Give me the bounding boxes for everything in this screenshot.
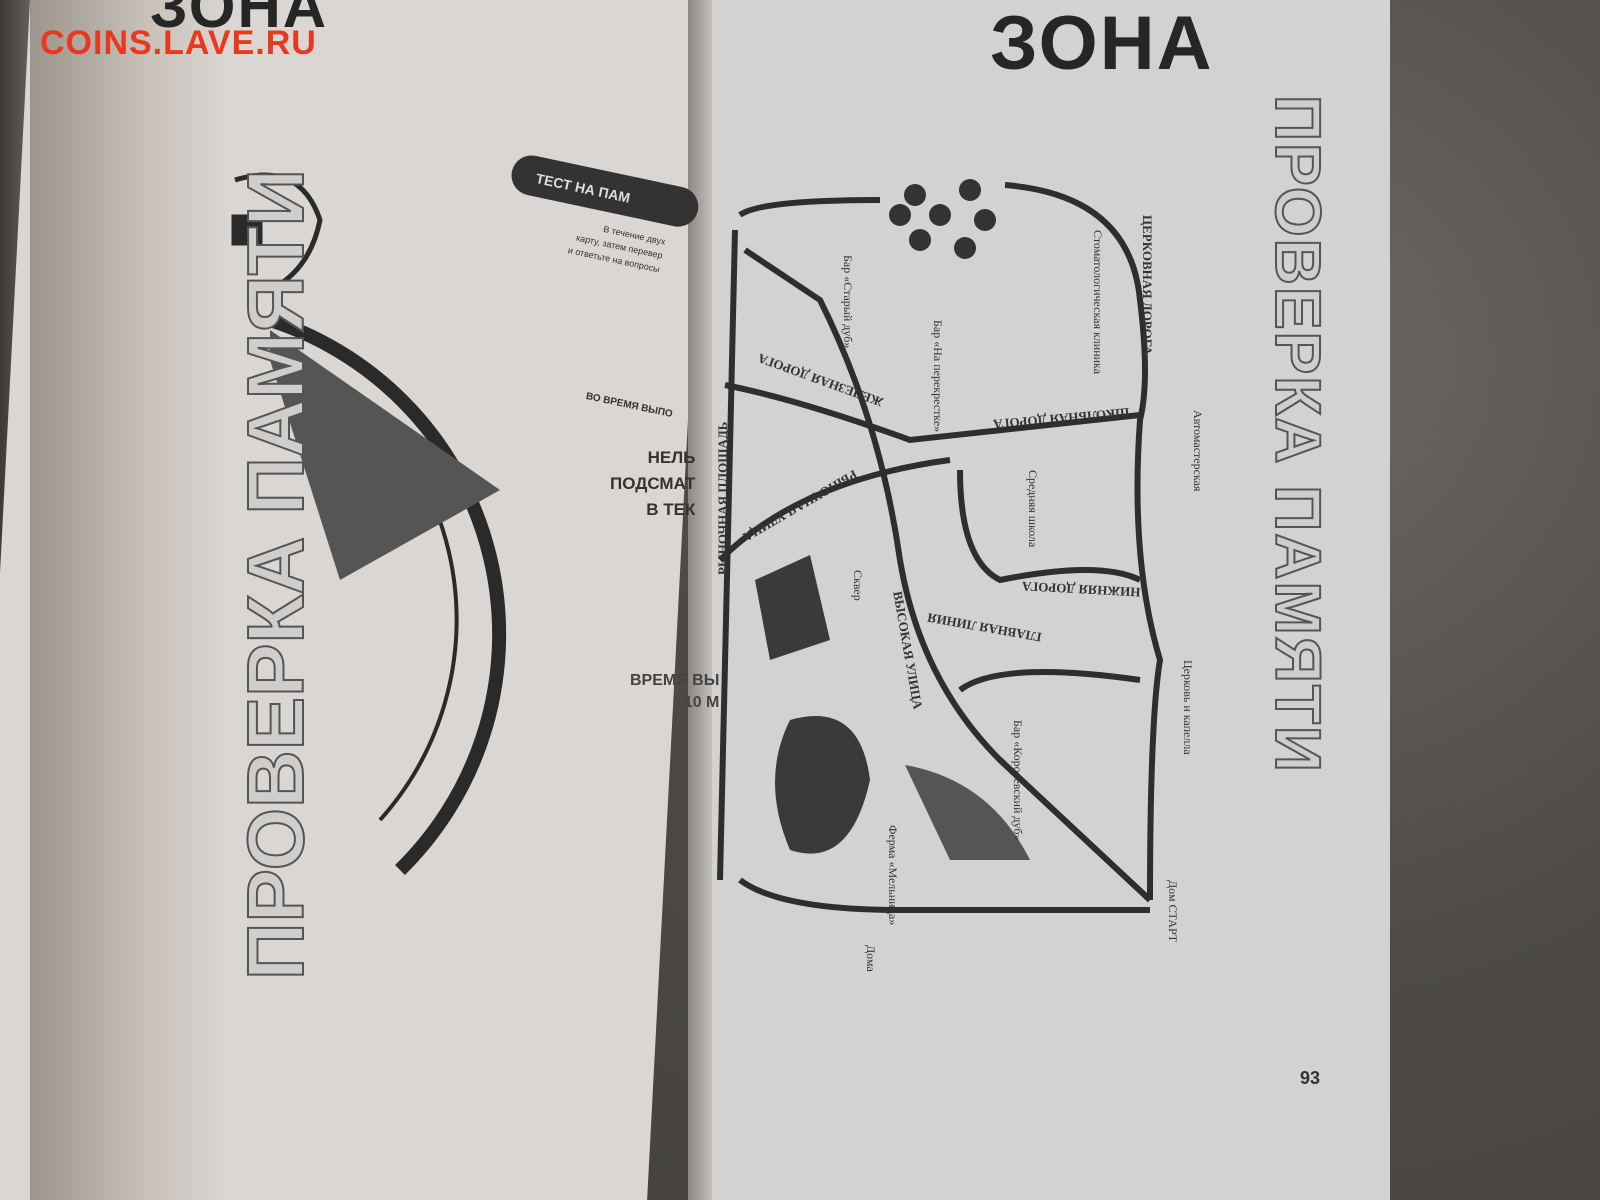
map-areas	[755, 179, 1030, 860]
badge-shape	[511, 155, 699, 227]
road-label: ЦЕРКОВНАЯ ДОРОГА	[1140, 215, 1155, 356]
time-line: ВРЕМЯ ВЫ	[630, 672, 720, 689]
place-label: Автомастерская	[1191, 410, 1205, 492]
place-label: Дом СТАРТ	[1166, 880, 1180, 943]
page-number: 93	[1300, 1068, 1321, 1088]
page-stack-edge	[30, 0, 230, 1200]
warning-line: ПОДСМАТ	[610, 474, 696, 493]
place-label: Дома	[864, 945, 878, 972]
place-label: Бар «Королевский дуб»	[1011, 720, 1025, 841]
road-label: РЫНОЧНАЯ ПЛОЩАДЬ	[715, 421, 730, 575]
time-text: ВРЕМЯ ВЫ 10 М	[630, 670, 719, 714]
zone-header-right: ЗОНА	[990, 1, 1214, 86]
warning-line: НЕЛЬ	[647, 448, 696, 467]
watermark: COINS.LAVE.RU	[40, 24, 317, 62]
place-label: Бар «На перекрестке»	[931, 320, 945, 433]
place-label: Ферма «Мельница»	[886, 825, 900, 926]
time-line: 10 М	[683, 694, 720, 711]
place-label: Бар «Старый дуб»	[841, 255, 855, 349]
right-page-title: ПРОВЕРКА ПАМЯТИ	[1261, 94, 1335, 775]
map	[717, 182, 1164, 913]
place-label: Средняя школа	[1026, 470, 1040, 548]
zone-header-left: ЗОНА	[150, 0, 329, 40]
place-label: Церковь и капелла	[1181, 660, 1195, 755]
stopwatch-illustration	[231, 172, 507, 875]
warning-text: НЕЛЬ ПОДСМАТ В ТЕК	[610, 445, 695, 523]
warning-line: В ТЕК	[646, 500, 696, 519]
left-page-title: ПРОВЕРКА ПАМЯТИ	[230, 168, 321, 981]
place-label: Сквер	[851, 570, 865, 601]
place-label: Стоматологическая клиника	[1091, 230, 1105, 375]
